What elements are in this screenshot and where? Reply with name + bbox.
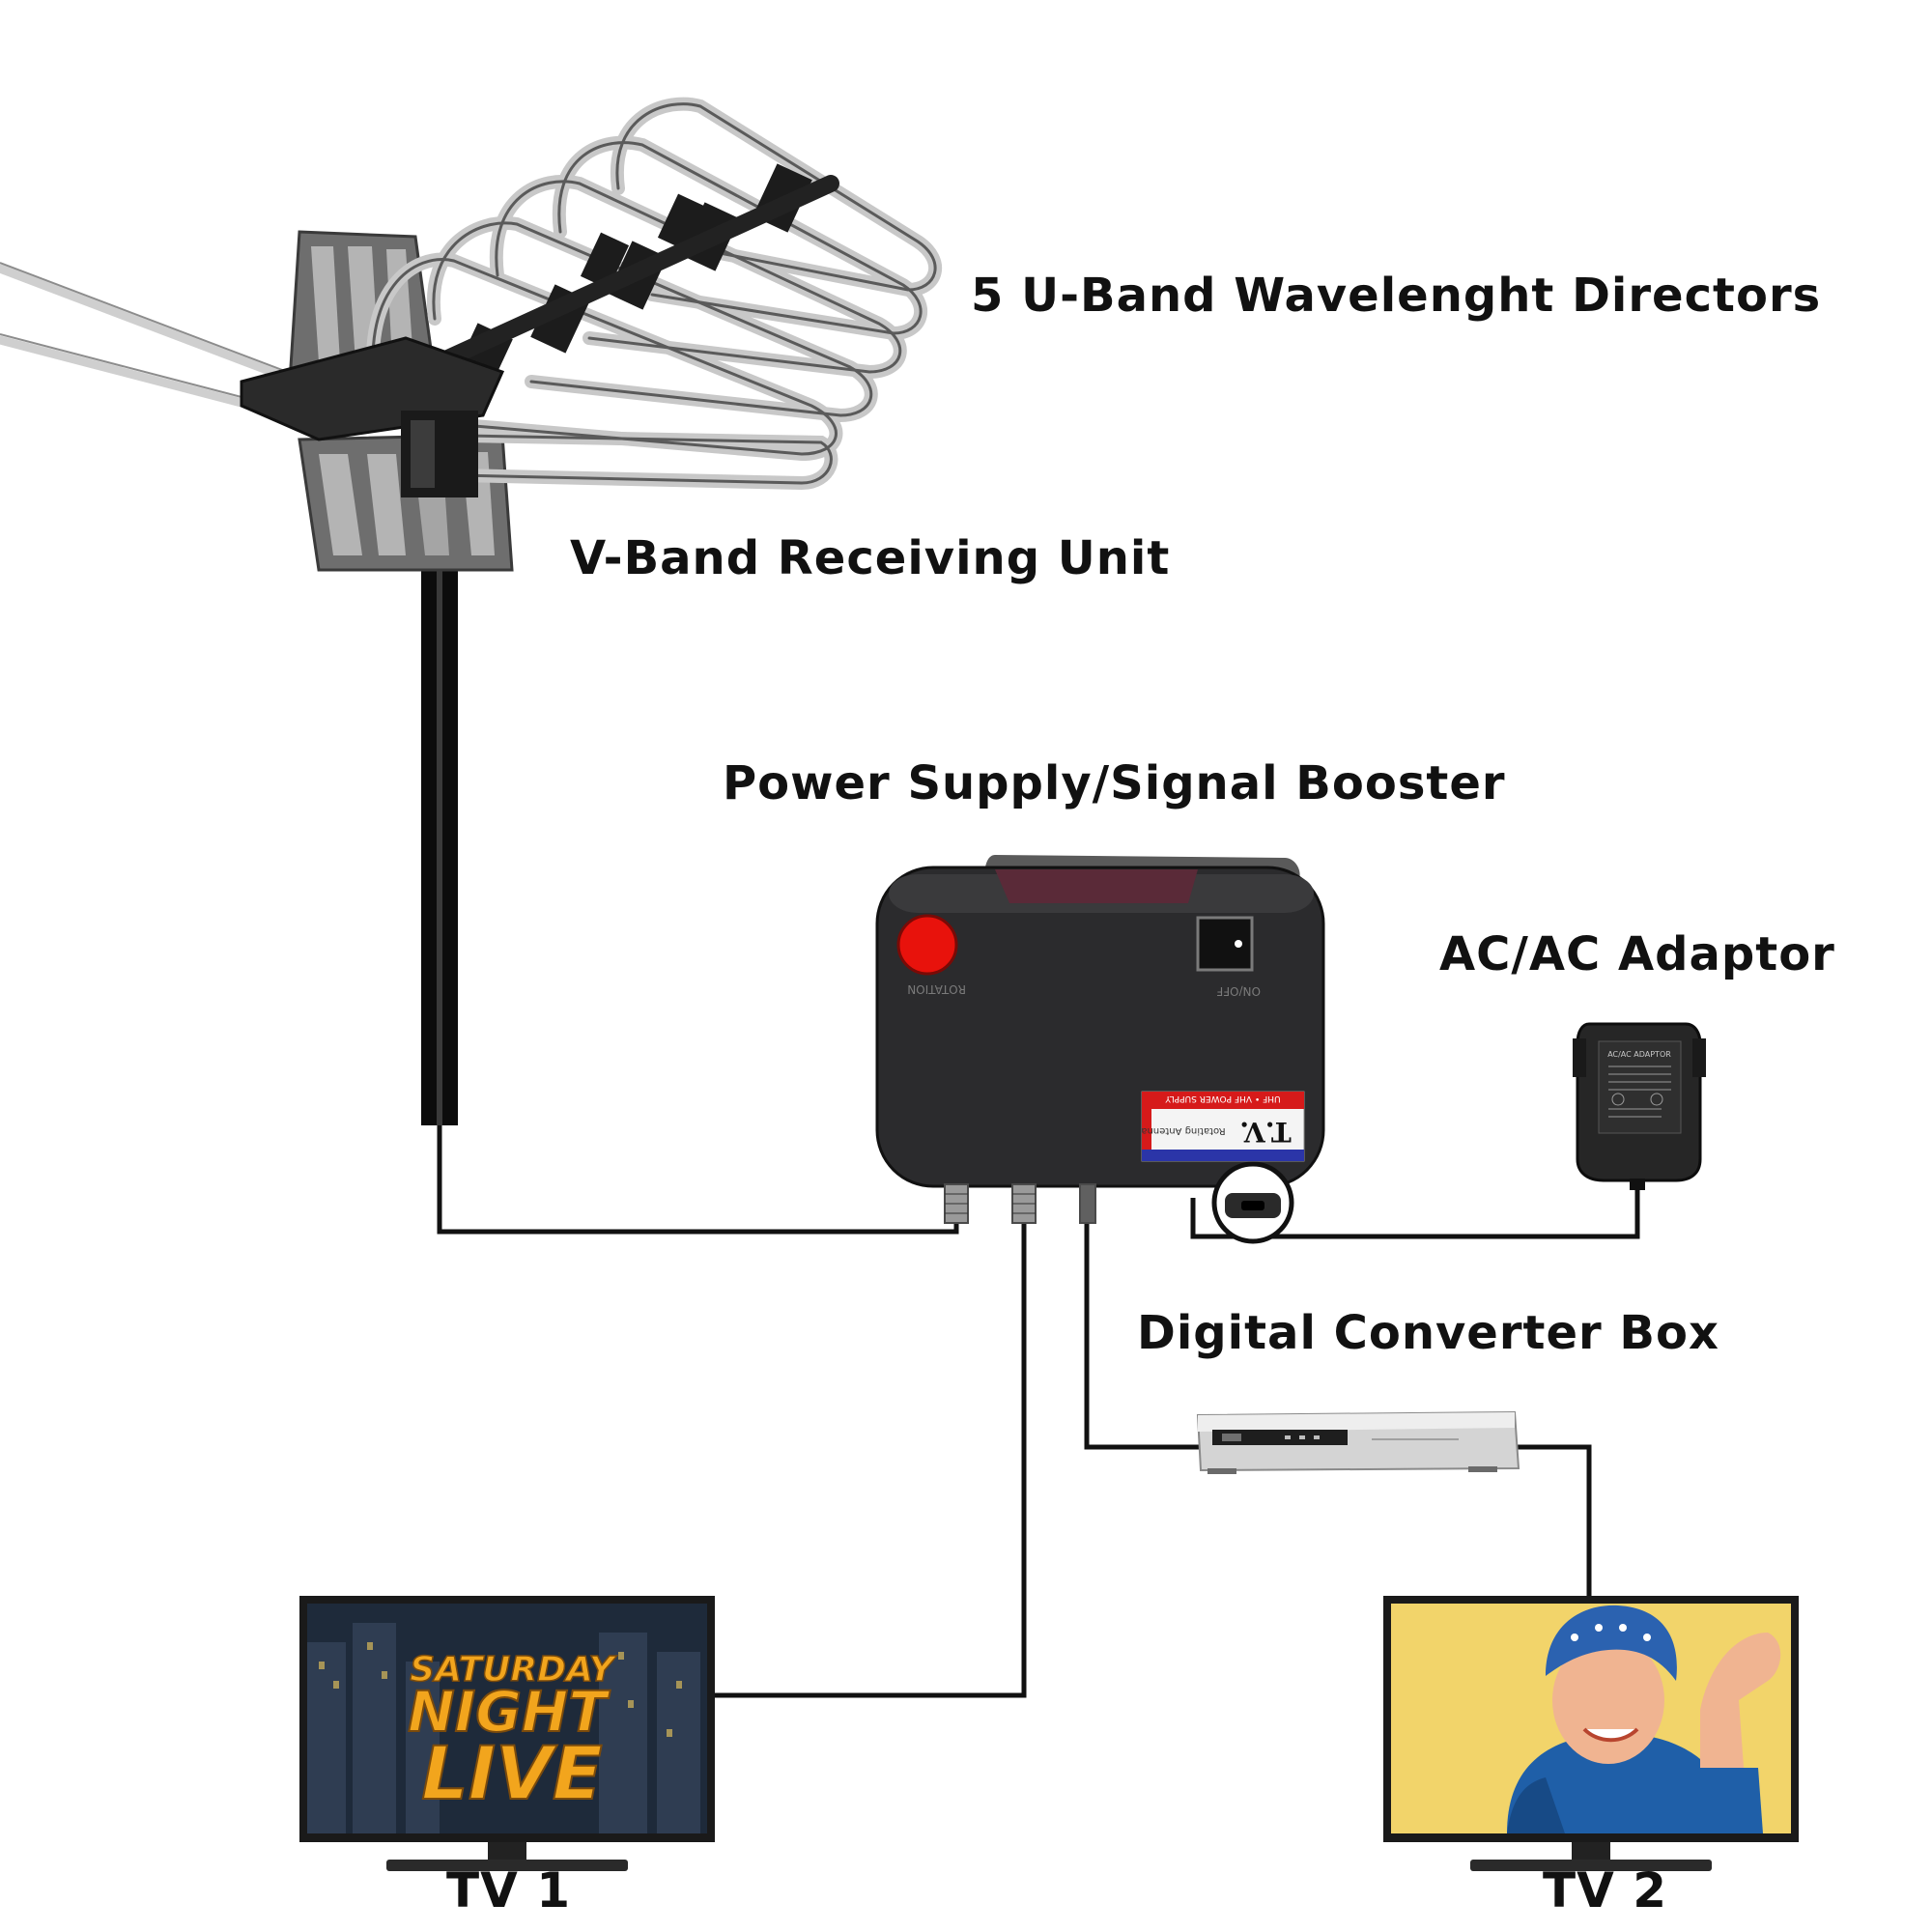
adaptor-plate-text: AC/AC ADAPTOR [1607,1050,1671,1059]
label-digital-converter-box: Digital Converter Box [1137,1306,1719,1360]
cable-booster-to-converter [1084,1219,1201,1450]
label-power-supply-booster: Power Supply/Signal Booster [723,756,1506,810]
tv-1-title-line1: SATURDAY [410,1650,617,1690]
label-u-band-directors: 5 U-Band Wavelenght Directors [971,269,1822,323]
svg-text:ROTATION: ROTATION [907,982,966,996]
label-ac-ac-adaptor: AC/AC Adaptor [1439,927,1835,981]
tv-1-title-line2: NIGHT [408,1679,611,1745]
label-tv-2: TV 2 [1543,1862,1667,1918]
label-v-band-receiving-unit: V-Band Receiving Unit [570,531,1171,585]
label-tv-1: TV 1 [446,1862,571,1918]
power-supply-booster: ROTATION ON/OFF UHF • VHF POWER SUPPLY R… [875,855,1325,1244]
ac-ac-adaptor: AC/AC ADAPTOR [1573,1022,1706,1190]
tv-2 [1383,1596,1799,1871]
tv-1-title-line3: LIVE [421,1730,602,1816]
u-band-directors [366,97,943,491]
cable-booster-to-tv1 [713,1219,1027,1698]
tv-1: SATURDAY NIGHT LIVE [299,1596,715,1871]
booster-rocker-switch[interactable] [1196,916,1254,972]
cable-converter-to-tv2 [1515,1444,1592,1599]
booster-coax-ports [944,1183,1096,1224]
antenna-rotor-head [240,336,505,497]
booster-sticker-brand: T.V. [1239,1116,1292,1148]
digital-converter-box [1196,1410,1520,1474]
booster-sticker-header: UHF • VHF POWER SUPPLY [1165,1094,1281,1103]
booster-sticker-subtitle: Rotating Antenna [1141,1125,1225,1136]
tv-2-screen-figure [1507,1605,1781,1833]
svg-text:ON/OFF: ON/OFF [1216,984,1261,998]
outdoor-antenna [0,97,943,1125]
booster-sticker: UHF • VHF POWER SUPPLY Rotating Antenna … [1141,1091,1305,1162]
booster-power-button[interactable] [896,914,958,976]
cable-adaptor-to-booster [1190,1186,1640,1239]
